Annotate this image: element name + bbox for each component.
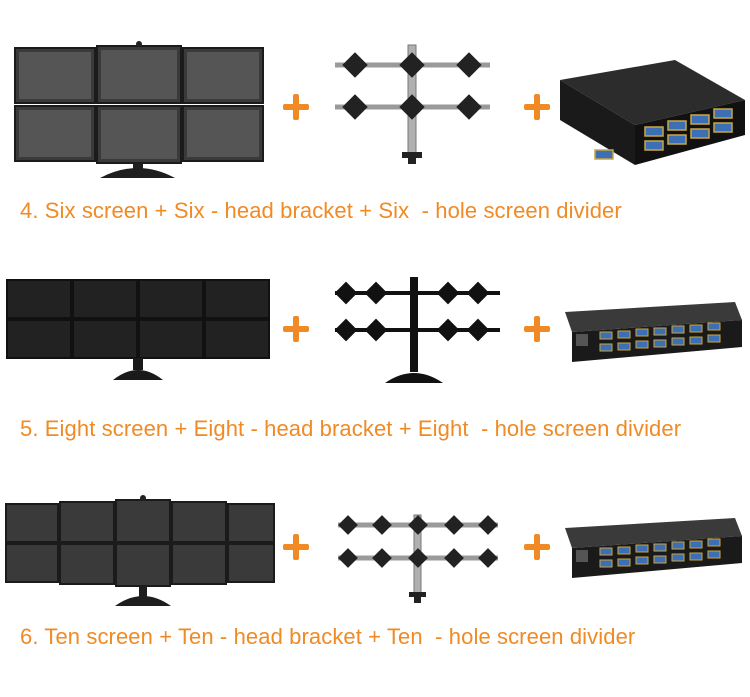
- plus-icon: [522, 532, 552, 562]
- row-caption-six: 4. Six screen + Six - head bracket + Six…: [20, 198, 622, 223]
- six-port-vga-splitter-image: [560, 60, 745, 165]
- eight-head-bracket-image: [334, 277, 500, 383]
- plus-icon: [281, 92, 311, 122]
- product-row-eight: 5. Eight screen + Eight - head bracket +…: [0, 240, 750, 460]
- eight-port-vga-splitter-image: [565, 302, 742, 362]
- six-monitor-array-image: [14, 41, 264, 178]
- row-caption-eight: 5. Eight screen + Eight - head bracket +…: [20, 416, 682, 441]
- ten-port-vga-splitter-image: [565, 518, 742, 578]
- ten-monitor-array-image: [5, 495, 275, 606]
- plus-icon: [281, 532, 311, 562]
- product-row-six: 4. Six screen + Six - head bracket + Six…: [0, 0, 750, 240]
- six-head-bracket-image: [335, 44, 490, 164]
- row-caption-ten: 6. Ten screen + Ten - head bracket + Ten…: [20, 624, 636, 649]
- plus-icon: [281, 314, 311, 344]
- plus-icon: [522, 314, 552, 344]
- ten-head-bracket-image: [338, 514, 498, 603]
- product-row-ten: 6. Ten screen + Ten - head bracket + Ten…: [0, 460, 750, 697]
- plus-icon: [522, 92, 552, 122]
- eight-monitor-array-image: [6, 279, 270, 380]
